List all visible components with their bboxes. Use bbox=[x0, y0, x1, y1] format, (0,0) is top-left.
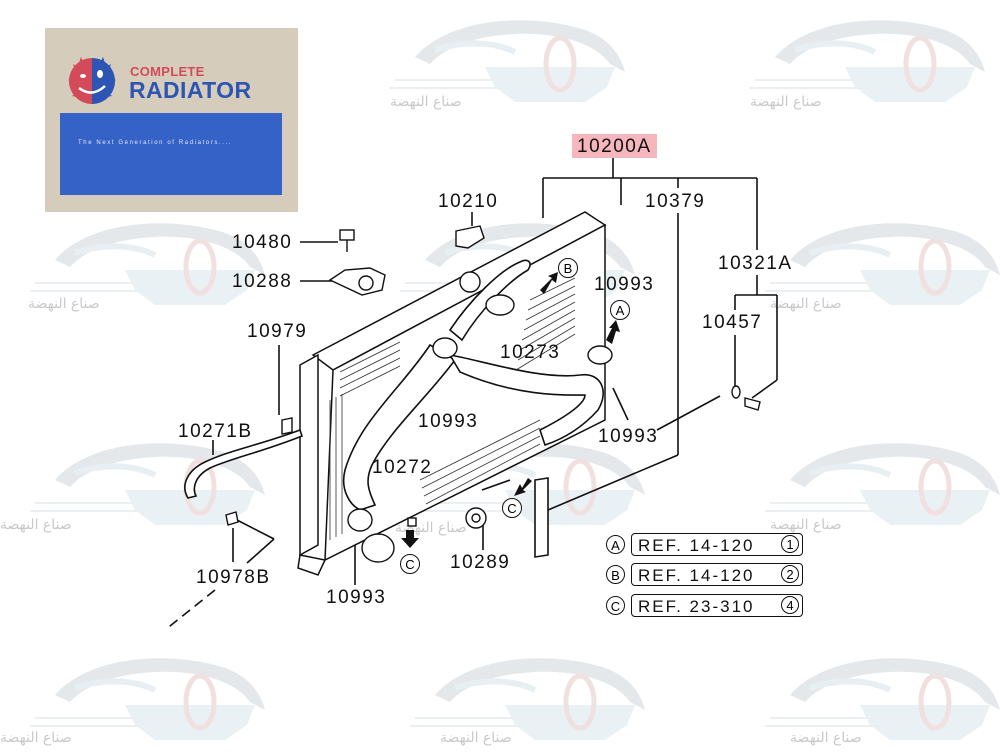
brand-tagline-panel: The Next Generation of Radiators.... bbox=[60, 113, 282, 195]
part-label[interactable]: 10273 bbox=[500, 342, 561, 363]
arrow-to-A-icon bbox=[606, 320, 620, 344]
part-label[interactable]: 10993 bbox=[326, 587, 387, 608]
ref-text: REF. 14-120 bbox=[638, 536, 755, 555]
part-label[interactable]: 10321A bbox=[718, 253, 793, 274]
clamp-10993-upper bbox=[485, 294, 515, 316]
radiator-core bbox=[297, 211, 607, 576]
part-label[interactable]: 10379 bbox=[645, 191, 706, 212]
ref-letter-badge: C bbox=[606, 596, 625, 615]
small-parts bbox=[225, 225, 761, 563]
part-label[interactable]: 10457 bbox=[702, 312, 763, 333]
cap-10210 bbox=[455, 225, 485, 249]
part-label[interactable]: 10993 bbox=[598, 426, 659, 447]
radiator-cap bbox=[459, 271, 481, 293]
arrow-to-C-icon bbox=[401, 530, 419, 548]
ref-letter-badge: B bbox=[606, 565, 625, 584]
watermark-text: صناع النهضة bbox=[770, 296, 842, 312]
callout-c: C bbox=[502, 498, 522, 518]
brand-name-line2: RADIATOR bbox=[129, 77, 252, 103]
part-label[interactable]: 10289 bbox=[450, 552, 511, 573]
ref-box: REF. 14-120 1 bbox=[631, 533, 803, 556]
bolt-10480 bbox=[339, 229, 355, 241]
watermark-text: صناع النهضة bbox=[0, 730, 72, 746]
ref-box: REF. 14-120 2 bbox=[631, 563, 803, 586]
ref-index-badge: 1 bbox=[781, 535, 799, 553]
ref-index-badge: 4 bbox=[781, 596, 799, 614]
part-label[interactable]: 10978B bbox=[196, 567, 271, 588]
part-label[interactable]: 10979 bbox=[247, 321, 308, 342]
ref-text: REF. 14-120 bbox=[638, 566, 755, 585]
clamp-10993-right bbox=[587, 345, 613, 365]
watermark-text: صناع النهضة bbox=[0, 517, 72, 533]
clip-10978B bbox=[225, 511, 239, 526]
part-label[interactable]: 10272 bbox=[372, 457, 433, 478]
drain-pipe bbox=[534, 477, 549, 558]
watermark-text: صناع النهضة bbox=[790, 730, 862, 746]
part-label[interactable]: 10210 bbox=[438, 191, 499, 212]
hose-10271B bbox=[184, 428, 303, 499]
callout-b: B bbox=[558, 258, 578, 278]
lower-hose-10272 bbox=[342, 343, 457, 511]
ref-index-badge: 2 bbox=[781, 565, 799, 583]
assembly-part-label[interactable]: 10200A bbox=[572, 134, 657, 158]
radiator-fins bbox=[329, 277, 576, 540]
ref-letter-badge: A bbox=[606, 535, 625, 554]
clamp-10993-bottom bbox=[347, 508, 373, 532]
clip-10979 bbox=[281, 417, 293, 435]
bolt-10321A bbox=[744, 397, 761, 411]
upper-hose-10273 bbox=[448, 353, 604, 447]
bracket-10288 bbox=[328, 267, 386, 296]
ref-box: REF. 23-310 4 bbox=[631, 594, 803, 617]
arrow-to-B-icon bbox=[540, 272, 558, 294]
clamp-10993-upper-left bbox=[432, 337, 458, 359]
part-label[interactable]: 10271B bbox=[178, 421, 253, 442]
part-label[interactable]: 10993 bbox=[418, 411, 479, 432]
direction-arrows bbox=[401, 272, 620, 548]
callout-c: C bbox=[400, 554, 420, 574]
brand-logo-box: COMPLETE RADIATOR The Next Generation of… bbox=[45, 28, 298, 212]
watermark-text: صناع النهضة bbox=[770, 517, 842, 533]
stud-bottom bbox=[407, 517, 417, 527]
brand-name-line1: COMPLETE bbox=[130, 64, 205, 79]
ref-text: REF. 23-310 bbox=[638, 597, 755, 616]
part-label[interactable]: 10288 bbox=[232, 271, 293, 292]
watermark-text: صناع النهضة bbox=[440, 730, 512, 746]
brand-tagline: The Next Generation of Radiators.... bbox=[78, 140, 232, 146]
watermark-text: صناع النهضة bbox=[390, 94, 462, 110]
part-label[interactable]: 10993 bbox=[594, 274, 655, 295]
watermark-text: صناع النهضة bbox=[28, 296, 100, 312]
part-label[interactable]: 10480 bbox=[232, 232, 293, 253]
sun-face-logo-icon bbox=[68, 57, 116, 104]
callout-a: A bbox=[610, 300, 630, 320]
arrow-to-C-icon bbox=[514, 478, 532, 496]
watermark-text: صناع النهضة bbox=[750, 94, 822, 110]
washer-10457 bbox=[731, 385, 741, 399]
